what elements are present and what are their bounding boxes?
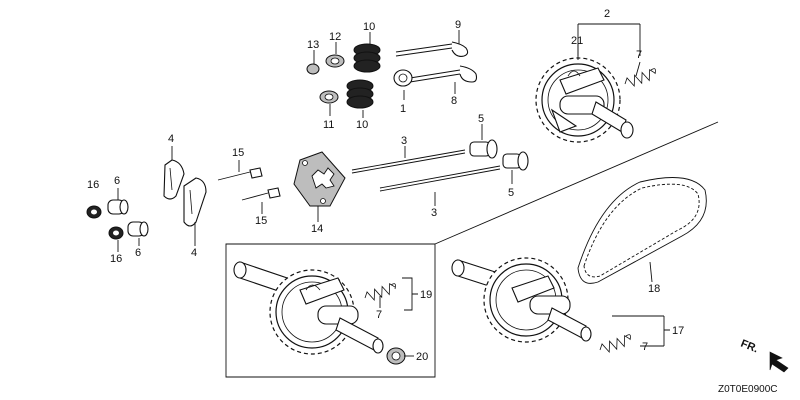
adjuster-upper xyxy=(107,199,129,215)
callout-10-bottom: 10 xyxy=(356,119,368,131)
callout-7-top: 7 xyxy=(636,49,642,61)
inset-frame xyxy=(225,121,719,378)
callout-17: 17 xyxy=(672,325,684,337)
front-direction-indicator: FR. xyxy=(739,338,789,373)
adjuster-lower xyxy=(127,221,149,237)
spring-inset xyxy=(362,281,398,304)
callout-15-bottom: 15 xyxy=(255,215,267,227)
callout-2: 2 xyxy=(604,8,610,20)
callout-21: 21 xyxy=(571,35,583,47)
leader-lines xyxy=(117,23,670,357)
callout-9: 9 xyxy=(455,19,461,31)
tappet-lower xyxy=(502,151,529,171)
callout-4-bottom: 4 xyxy=(191,247,197,259)
callout-7-right: 7 xyxy=(642,341,648,353)
diagram-code: Z0T0E0900C xyxy=(718,384,777,395)
valve-intake xyxy=(409,65,478,83)
lock-nut-lower xyxy=(108,226,124,240)
pivot-bolt-lower xyxy=(241,187,281,201)
callout-12: 12 xyxy=(329,31,341,43)
callout-7-inset: 7 xyxy=(376,309,382,321)
camshaft-assembly-inset xyxy=(233,261,384,355)
tappet-upper xyxy=(469,139,498,159)
callout-3-bottom: 3 xyxy=(431,207,437,219)
callout-16-bottom: 16 xyxy=(110,253,122,265)
spring-top xyxy=(622,67,658,90)
lock-nut-upper xyxy=(86,205,102,219)
callout-10-top: 10 xyxy=(363,21,375,33)
washer-inset xyxy=(386,347,406,365)
rocker-arm-upper xyxy=(163,159,185,200)
callout-4-top: 4 xyxy=(168,133,174,145)
valve-exhaust xyxy=(395,41,469,57)
callout-19: 19 xyxy=(420,289,432,301)
callout-5-top: 5 xyxy=(478,113,484,125)
pushrod-lower xyxy=(379,165,501,192)
callout-18: 18 xyxy=(648,283,660,295)
valve-springs xyxy=(346,43,381,109)
callout-1: 1 xyxy=(400,103,406,115)
pivot-bolt-upper xyxy=(217,167,263,181)
callout-6-bottom: 6 xyxy=(135,247,141,259)
timing-belt xyxy=(577,177,707,284)
rocker-arm-lower xyxy=(183,177,207,227)
arrow-icon xyxy=(769,351,789,373)
camshaft-assembly-right xyxy=(451,257,592,343)
pushrod-guide-plate xyxy=(293,151,346,207)
callout-20: 20 xyxy=(416,351,428,363)
callout-8: 8 xyxy=(451,95,457,107)
callout-11: 11 xyxy=(323,119,334,131)
callout-14: 14 xyxy=(311,223,323,235)
callout-15-top: 15 xyxy=(232,147,244,159)
front-label: FR. xyxy=(739,338,760,356)
callout-5-bottom: 5 xyxy=(508,187,514,199)
valve-stem-seal xyxy=(393,69,413,87)
callout-13: 13 xyxy=(307,39,319,51)
callout-6-top: 6 xyxy=(114,175,120,187)
valve-retainers xyxy=(306,54,345,104)
spring-right xyxy=(597,333,633,356)
pushrod-upper xyxy=(351,149,466,174)
callout-16-top: 16 xyxy=(87,179,99,191)
callout-3-top: 3 xyxy=(401,135,407,147)
camshaft-assembly-top xyxy=(535,57,634,143)
callout-labels: 2 21 7 9 10 12 13 1 8 11 10 4 5 3 15 16 … xyxy=(87,8,684,363)
